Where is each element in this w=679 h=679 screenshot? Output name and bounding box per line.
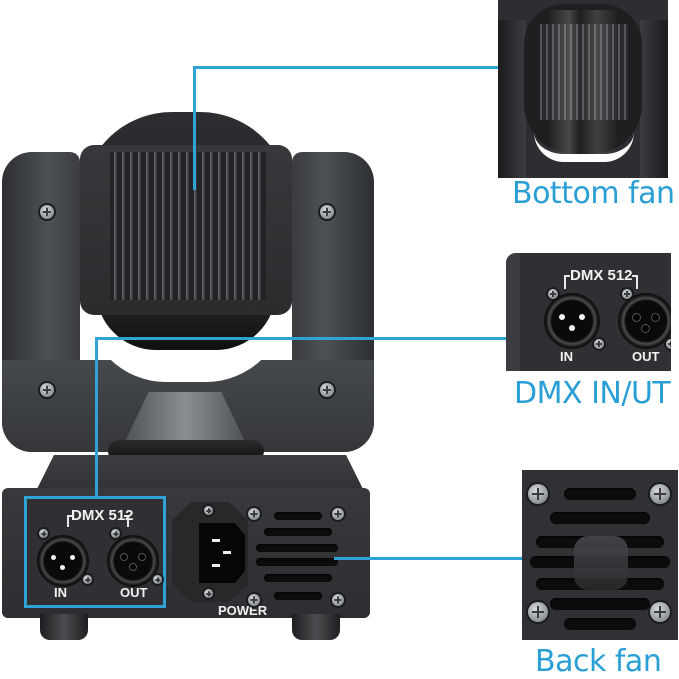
callout-line-bottom-fan-h [193,66,498,69]
screw-icon [39,529,48,538]
callout-line-dmx-v [95,337,98,499]
screw-icon [204,589,213,598]
heat-sink [110,152,266,300]
screw-icon [650,602,670,622]
back-fan-grille [248,508,346,608]
screw-icon [594,339,604,349]
inset-dmx-out-label: OUT [632,349,660,364]
screw-icon [320,205,334,219]
screw-icon [666,339,671,349]
inset-back-fan [522,470,678,640]
screw-icon [332,508,344,520]
screw-icon [332,594,344,606]
screw-icon [40,205,54,219]
screw-icon [40,383,54,397]
dmx-panel: DMX 512 IN OUT [24,496,166,608]
screw-icon [622,289,632,299]
power-socket[interactable] [199,523,245,583]
inset-dmx: DMX 512 IN OUT [506,253,671,371]
screw-icon [548,289,558,299]
screw-icon [528,484,548,504]
screw-icon [248,508,260,520]
screw-icon [528,602,548,622]
dmx-title: DMX 512 [71,507,134,524]
inset-xlr-out [620,295,671,347]
inset-heat-sink [540,24,628,120]
inset-dmx-title: DMX 512 [570,267,633,284]
screw-icon [153,575,162,584]
xlr-out-connector[interactable] [109,537,157,585]
label-bottom-fan: Bottom fan [512,176,675,211]
callout-line-dmx-h [95,337,510,340]
label-dmx: DMX IN/UT [514,376,671,411]
callout-line-bottom-fan-v [193,66,196,190]
dmx-out-label: OUT [120,585,148,600]
screw-icon [204,506,213,515]
power-label: POWER [218,603,268,618]
fan-hub [574,536,628,590]
screw-icon [248,594,260,606]
label-back-fan: Back fan [535,644,662,679]
foot-right [292,614,340,640]
screw-icon [650,484,670,504]
inset-xlr-in [546,295,598,347]
dmx-in-label: IN [54,585,67,600]
moving-head-light: DMX 512 IN OUT POWER [0,0,420,677]
screw-icon [111,529,120,538]
screw-icon [83,575,92,584]
callout-line-back-fan-h [334,557,524,560]
xlr-in-connector[interactable] [39,537,87,585]
screw-icon [320,383,334,397]
inset-dmx-in-label: IN [560,349,573,364]
foot-left [40,614,88,640]
inset-bottom-fan [498,0,668,178]
